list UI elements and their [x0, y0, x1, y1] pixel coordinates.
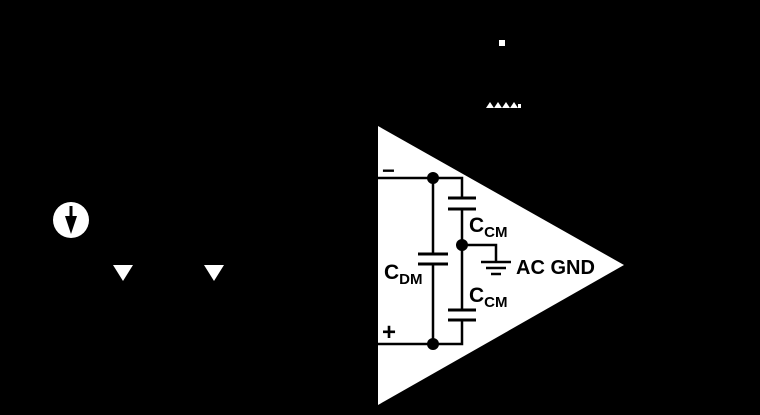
junction-dot [456, 239, 468, 251]
junction-dot [427, 338, 439, 350]
current-source-icon [53, 202, 89, 238]
node-marker [499, 40, 505, 46]
inverting-input-label: − [382, 158, 395, 183]
ground-triangle-icon [204, 265, 224, 281]
ac-ground-label: AC GND [516, 257, 595, 279]
ccm-bottom-label: CCM [469, 284, 508, 311]
wires [378, 176, 498, 346]
noninverting-input-label: + [382, 319, 396, 346]
junction-dot [427, 172, 439, 184]
ground-icon [481, 260, 511, 276]
opamp-body [378, 126, 624, 405]
ccm-top-label: CCM [469, 214, 508, 241]
cdm-label: CDM [384, 261, 423, 288]
ground-triangle-icon [113, 265, 133, 281]
resistor-fragment-icon [486, 102, 521, 108]
capacitors [418, 196, 476, 322]
